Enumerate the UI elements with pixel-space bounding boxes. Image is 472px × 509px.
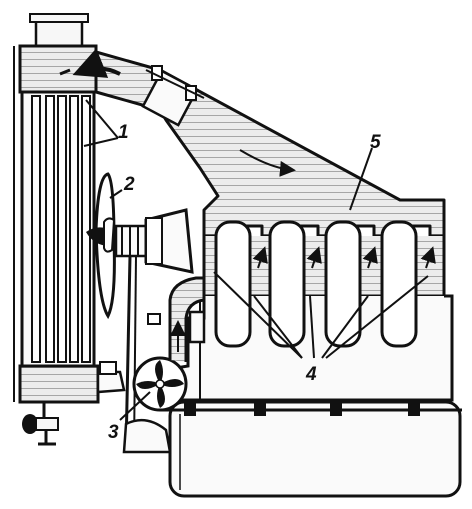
fan-blade-icon — [86, 172, 116, 320]
flow-arrow-icon — [239, 149, 296, 177]
drain-valve-icon — [22, 402, 59, 446]
flow-arrow-icon — [420, 246, 436, 269]
flow-arrow-icon — [362, 246, 378, 269]
radiator-tubes — [31, 95, 91, 363]
crankcase — [160, 400, 462, 498]
callout-3: 3 — [108, 422, 119, 443]
leader-lines — [83, 99, 429, 421]
callout-5: 5 — [370, 132, 381, 153]
callout-1: 1 — [118, 122, 129, 143]
flow-arrow-icon — [252, 246, 268, 269]
head-water-jacket — [59, 48, 446, 238]
engine-block — [160, 220, 462, 498]
thermostat-housing — [141, 65, 205, 127]
callout-2: 2 — [123, 174, 135, 195]
radiator-lower-tank — [18, 364, 100, 404]
cylinder-icon — [214, 220, 252, 348]
flow-arrow-icon — [306, 246, 322, 269]
flow-arrow-icon — [72, 48, 121, 78]
cylinder-icon — [324, 220, 362, 348]
impeller-icon — [136, 360, 184, 408]
cylinder-icon — [268, 220, 306, 348]
callout-4: 4 — [305, 364, 317, 385]
water-pump — [96, 276, 206, 454]
cylinder-icon — [380, 220, 418, 348]
fan-assembly — [86, 172, 194, 451]
flow-arrow-icon — [59, 68, 71, 76]
